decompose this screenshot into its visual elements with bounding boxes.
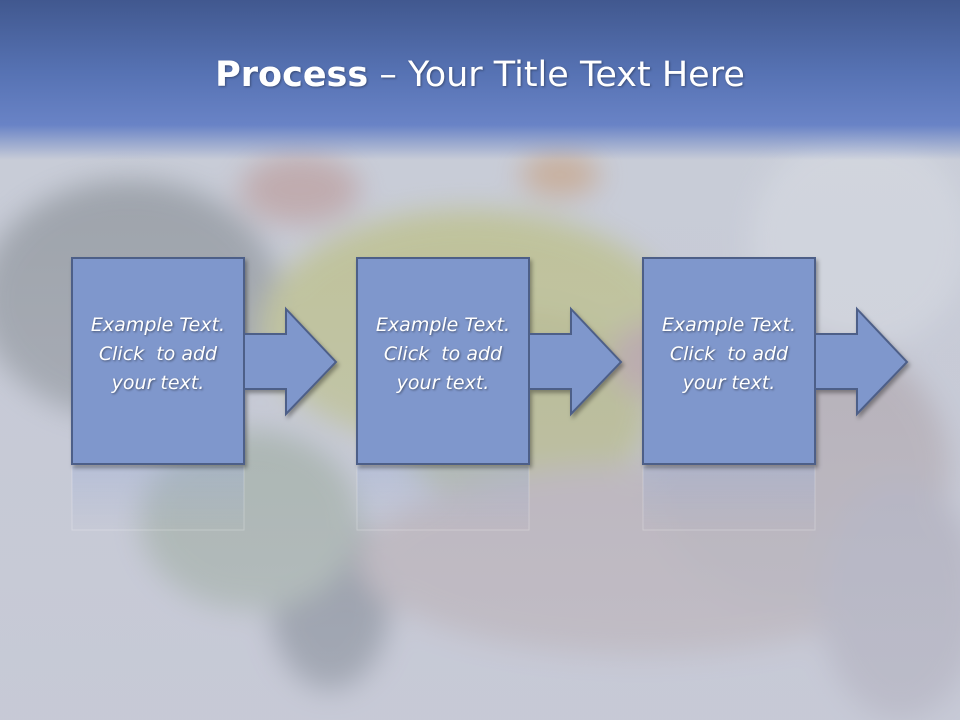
step-2-box [356, 257, 530, 465]
process-step-2[interactable] [356, 257, 623, 465]
step-1-text[interactable]: Example Text. Click to add your text. [70, 311, 246, 398]
step-3-arrow [810, 306, 909, 417]
step-3-text[interactable]: Example Text. Click to add your text. [641, 311, 817, 398]
step-reflections [71, 465, 816, 531]
step-2-arrow [524, 306, 623, 417]
step-2-line-3: your text. [396, 372, 490, 394]
title-bold-part: Process [215, 55, 369, 95]
process-step-1[interactable] [71, 257, 338, 465]
step-3-line-1: Example Text. [661, 314, 797, 336]
step-1-line-2: Click to add [98, 343, 218, 365]
step-1-box [71, 257, 245, 465]
title-band [0, 0, 960, 160]
step-1-arrow [239, 306, 338, 417]
step-1-line-1: Example Text. [90, 314, 226, 336]
step-3-line-2: Click to add [669, 343, 789, 365]
slide-title[interactable]: Process – Your Title Text Here [0, 52, 960, 98]
step-3-line-3: your text. [682, 372, 776, 394]
step-3-box [642, 257, 816, 465]
step-2-text[interactable]: Example Text. Click to add your text. [355, 311, 531, 398]
step-1-line-3: your text. [111, 372, 205, 394]
process-step-3[interactable] [642, 257, 909, 465]
step-2-line-2: Click to add [383, 343, 503, 365]
step-2-line-1: Example Text. [375, 314, 511, 336]
title-rest-part: – Your Title Text Here [368, 55, 745, 95]
